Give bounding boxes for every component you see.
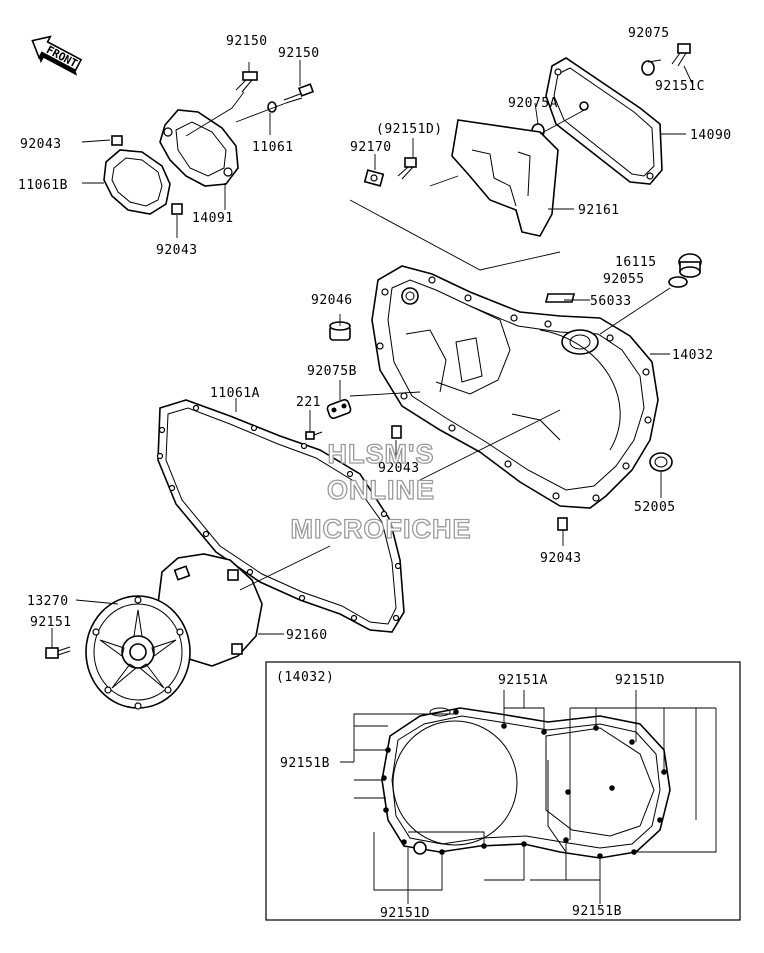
bolt-92151c xyxy=(671,43,691,67)
part-labels: 92150 92150 92043 11061 11061B 14091 920… xyxy=(18,26,732,921)
label-92043-a: 92043 xyxy=(20,137,62,152)
label-92150-a: 92150 xyxy=(226,34,268,49)
bolt-92151d-paren xyxy=(397,157,417,180)
clamp-92170 xyxy=(363,169,385,187)
label-inset-title: (14032) xyxy=(276,670,334,685)
watermark-line-1: HLSM'S xyxy=(328,439,435,469)
label-11061: 11061 xyxy=(252,140,294,155)
label-inset-92151d-top: 92151D xyxy=(615,673,665,688)
label-92075a: 92075A xyxy=(508,96,558,111)
front-direction-badge: FRONT xyxy=(31,35,83,76)
bolt-92151 xyxy=(45,646,71,659)
filler-cap-16115 xyxy=(678,253,702,278)
label-92046: 92046 xyxy=(311,293,353,308)
dowel-pin-92043-a xyxy=(111,135,123,146)
label-56033 xyxy=(544,293,576,303)
dowel-pin-92043-d xyxy=(557,517,568,531)
outer-cover-13270 xyxy=(85,595,191,710)
label-inset-92151b-left: 92151B xyxy=(280,756,330,771)
label-inset-92151b-bottom: 92151B xyxy=(572,904,622,919)
inset-detail-box xyxy=(265,661,741,921)
dowel-pin-92043-b xyxy=(171,203,183,215)
label-11061a: 11061A xyxy=(210,386,260,401)
bolt-92150-a xyxy=(235,71,258,93)
main-cover-14032 xyxy=(371,265,659,509)
label-221: 221 xyxy=(296,395,321,410)
label-92170: 92170 xyxy=(350,140,392,155)
label-92150-b: 92150 xyxy=(278,46,320,61)
small-cover-group xyxy=(81,60,315,238)
screw-221 xyxy=(305,431,323,440)
label-inset-92151d-bottom: 92151D xyxy=(380,906,430,921)
label-14032: 14032 xyxy=(672,348,714,363)
label-92151: 92151 xyxy=(30,615,72,630)
cover-14091 xyxy=(159,109,239,187)
label-52005: 52005 xyxy=(634,500,676,515)
gasket-11061a xyxy=(156,399,405,633)
label-92043-d: 92043 xyxy=(540,551,582,566)
label-14091: 14091 xyxy=(192,211,234,226)
label-14090: 14090 xyxy=(690,128,732,143)
label-92075: 92075 xyxy=(628,26,670,41)
dowel-pin-92043-c xyxy=(391,425,402,439)
gasket-11061b xyxy=(103,149,171,215)
label-92043-b: 92043 xyxy=(156,243,198,258)
label-92161: 92161 xyxy=(578,203,620,218)
label-inset-92151a: 92151A xyxy=(498,673,548,688)
clamp-92075b xyxy=(326,398,352,420)
label-92151c: 92151C xyxy=(655,79,705,94)
oil-seal-52005 xyxy=(649,452,673,472)
watermark-line-2: ONLINE xyxy=(327,475,435,505)
label-16115: 16115 xyxy=(615,255,657,270)
label-92075b: 92075B xyxy=(307,364,357,379)
label-92151d-paren: (92151D) xyxy=(376,122,443,137)
label-56033: 56033 xyxy=(590,294,632,309)
cover-14090 xyxy=(545,57,663,185)
label-92160: 92160 xyxy=(286,628,328,643)
watermark-line-3: MICROFICHE xyxy=(291,514,472,544)
label-11061b: 11061B xyxy=(18,178,68,193)
inspection-cover-group xyxy=(429,43,694,237)
label-13270: 13270 xyxy=(27,594,69,609)
watermark: HLSM'S ONLINE MICROFICHE xyxy=(290,438,472,544)
bolt-92150-b xyxy=(283,83,315,104)
grommet-92075 xyxy=(641,60,655,76)
label-92043-c: 92043 xyxy=(378,461,420,476)
o-ring-92055 xyxy=(668,276,688,288)
label-92055: 92055 xyxy=(603,272,645,287)
plate-92161 xyxy=(451,119,559,237)
